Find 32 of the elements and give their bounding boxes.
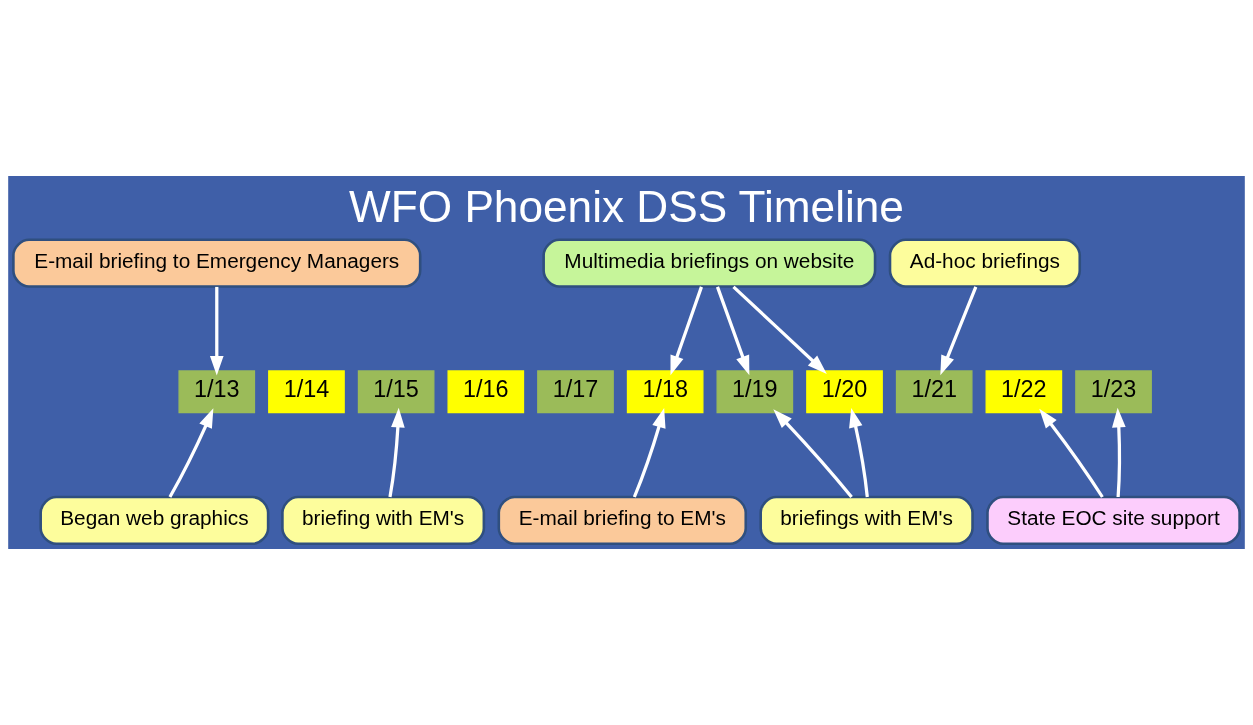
node-box: briefings with EM's xyxy=(759,495,974,546)
node-box: E-mail briefing to Emergency Managers xyxy=(12,238,422,288)
node-box: 1/17 xyxy=(537,370,614,414)
node-box: 1/23 xyxy=(1075,370,1152,414)
node-box: Multimedia briefings on website xyxy=(542,238,877,288)
node-box: 1/14 xyxy=(268,370,345,414)
node-box: briefing with EM's xyxy=(281,495,486,546)
node-box: State EOC site support xyxy=(986,495,1241,546)
node-box: 1/13 xyxy=(178,370,256,414)
arrow xyxy=(670,286,703,376)
arrow xyxy=(168,408,214,498)
arrow xyxy=(715,286,750,376)
node-box: 1/22 xyxy=(985,370,1063,414)
arrow xyxy=(632,408,666,498)
node-box: 1/16 xyxy=(447,370,525,414)
arrow xyxy=(1039,408,1104,498)
node-box: Began web graphics xyxy=(39,495,270,546)
arrow xyxy=(849,407,869,498)
arrow xyxy=(388,407,405,498)
arrow xyxy=(1112,407,1126,498)
arrow xyxy=(940,286,978,376)
diagram-title: WFO Phoenix DSS Timeline xyxy=(349,181,904,231)
node-box: E-mail briefing to EM's xyxy=(497,495,748,546)
arrow xyxy=(209,286,224,376)
node-box: Ad-hoc briefings xyxy=(888,238,1082,288)
node-box: 1/20 xyxy=(806,370,883,414)
node-box: 1/19 xyxy=(716,370,794,414)
node-box: 1/18 xyxy=(626,370,704,414)
arrow xyxy=(732,285,827,374)
arrow xyxy=(773,409,853,499)
node-box: 1/15 xyxy=(357,370,435,414)
node-box: 1/21 xyxy=(895,370,973,414)
